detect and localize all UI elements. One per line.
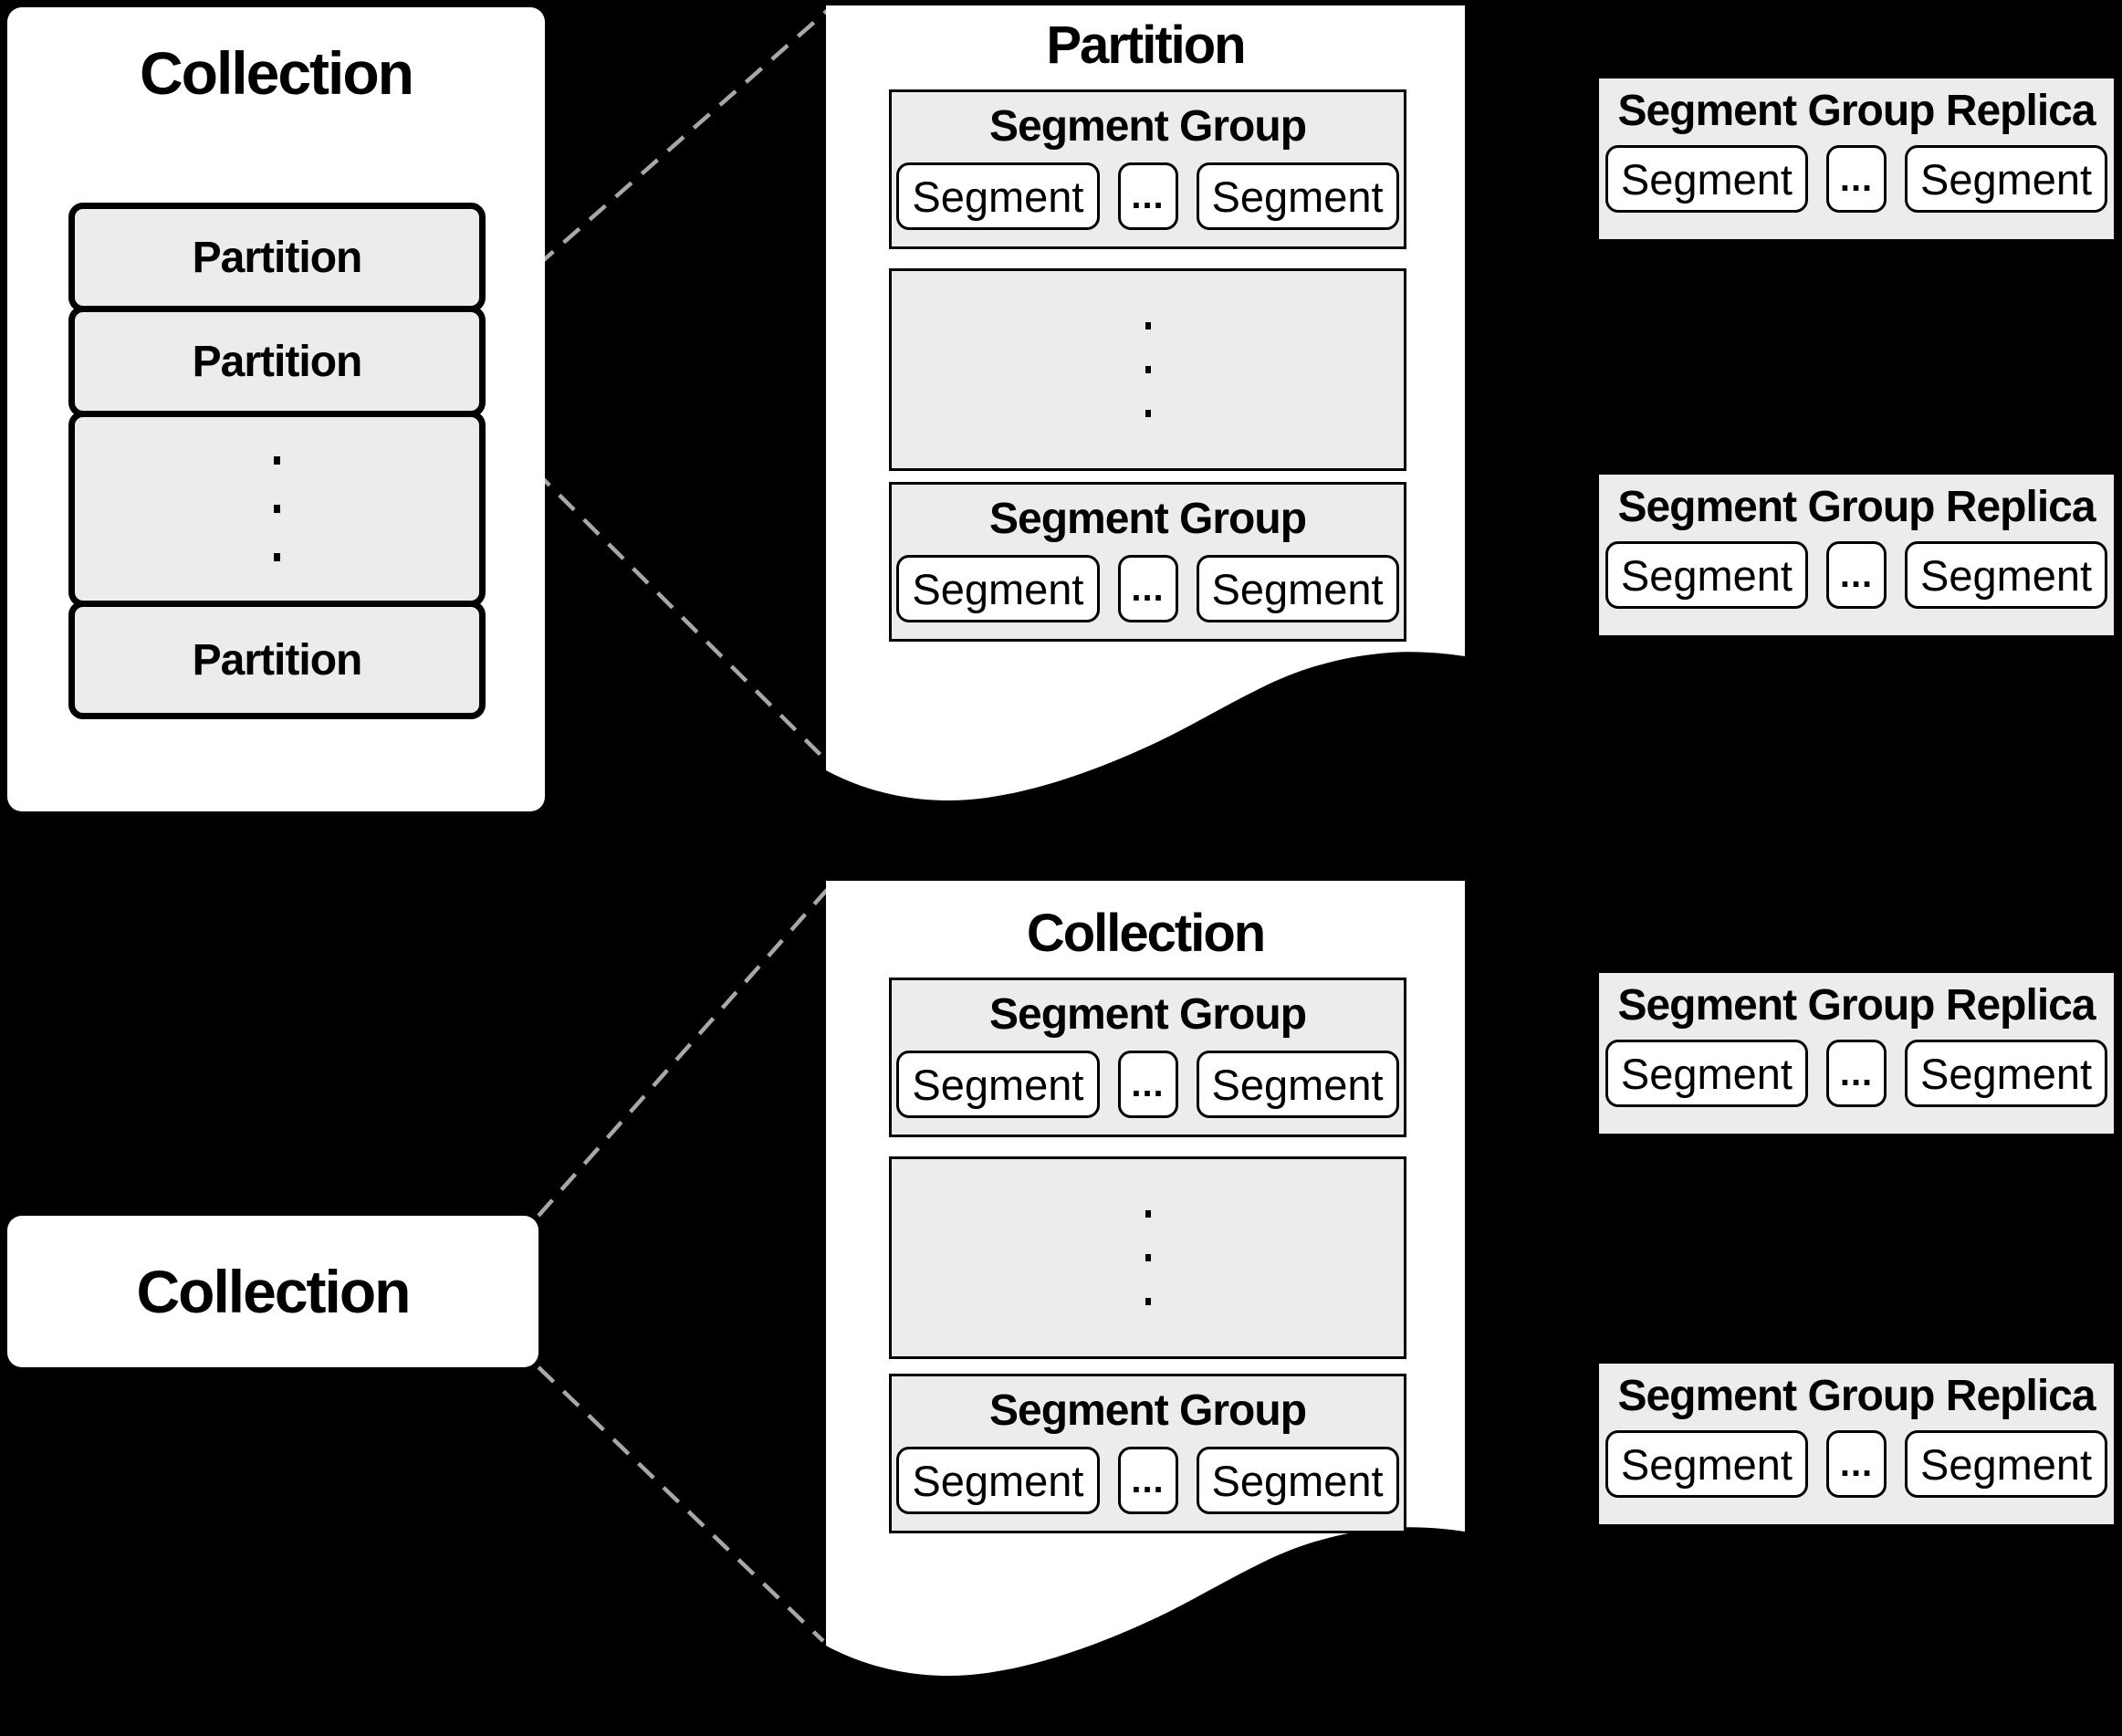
segment-box: Segment bbox=[1905, 1040, 2108, 1107]
segment-group-box: Segment Group Segment ... Segment bbox=[889, 978, 1406, 1137]
ellipsis-box: ... bbox=[1117, 555, 1178, 622]
partition-detail-title: Partition bbox=[1046, 16, 1246, 75]
ellipsis-box: ... bbox=[1826, 541, 1887, 609]
replica-label: Segment Group Replica bbox=[1617, 87, 2096, 135]
partition-box: Partition bbox=[68, 203, 486, 312]
partition-box-label: Partition bbox=[192, 337, 363, 386]
segment-group-replica-box: Segment Group Replica Segment ... Segmen… bbox=[1599, 78, 2114, 239]
more-segment-groups-box bbox=[889, 268, 1406, 471]
more-segment-groups-box bbox=[889, 1156, 1406, 1359]
segment-box: Segment bbox=[1196, 162, 1399, 230]
replica-label: Segment Group Replica bbox=[1617, 483, 2096, 531]
ellipsis-box: ... bbox=[1117, 1447, 1178, 1514]
segment-box: Segment bbox=[896, 555, 1100, 622]
segment-box: Segment bbox=[1605, 1430, 1808, 1498]
segment-box: Segment bbox=[1605, 1040, 1808, 1107]
segment-box: Segment bbox=[896, 1447, 1100, 1514]
ellipsis-box: ... bbox=[1117, 162, 1178, 230]
collection-label: Collection bbox=[136, 1258, 411, 1325]
collection-panel: Collection Partition Partition Partition bbox=[7, 7, 545, 811]
segment-group-box: Segment Group Segment ... Segment bbox=[889, 89, 1406, 249]
segment-group-label: Segment Group bbox=[988, 495, 1307, 543]
segment-row: Segment ... Segment bbox=[892, 162, 1404, 230]
more-partitions-box bbox=[68, 411, 486, 607]
segment-row: Segment ... Segment bbox=[1599, 1430, 2114, 1498]
segment-box: Segment bbox=[896, 1051, 1100, 1118]
segment-box: Segment bbox=[896, 162, 1100, 230]
vertical-dots-icon bbox=[274, 417, 280, 601]
replica-label: Segment Group Replica bbox=[1617, 1372, 2096, 1420]
partition-box-label: Partition bbox=[192, 635, 363, 685]
segment-box: Segment bbox=[1905, 145, 2108, 213]
segment-group-box: Segment Group Segment ... Segment bbox=[889, 482, 1406, 642]
segment-box: Segment bbox=[1196, 1447, 1399, 1514]
segment-group-replica-box: Segment Group Replica Segment ... Segmen… bbox=[1599, 475, 2114, 635]
collection-detail-title: Collection bbox=[1026, 904, 1266, 963]
partition-box: Partition bbox=[68, 306, 486, 417]
zoom-dashed-line-bottom-upper bbox=[537, 888, 829, 1218]
partition-detail-panel: Partition Segment Group Segment ... Segm… bbox=[826, 5, 1465, 809]
partition-box-label: Partition bbox=[192, 233, 363, 282]
segment-box: Segment bbox=[1196, 555, 1399, 622]
ellipsis-box: ... bbox=[1117, 1051, 1178, 1118]
collection-panel-title: Collection bbox=[139, 39, 414, 107]
ellipsis-box: ... bbox=[1826, 145, 1887, 213]
segment-row: Segment ... Segment bbox=[892, 555, 1404, 622]
segment-group-replica-box: Segment Group Replica Segment ... Segmen… bbox=[1599, 1364, 2114, 1524]
ellipsis-box: ... bbox=[1826, 1430, 1887, 1498]
segment-row: Segment ... Segment bbox=[1599, 145, 2114, 213]
vertical-dots-icon bbox=[892, 271, 1404, 468]
replica-label: Segment Group Replica bbox=[1617, 981, 2096, 1030]
partition-box: Partition bbox=[68, 601, 486, 719]
segment-box: Segment bbox=[1905, 541, 2108, 609]
collection-detail-panel: Collection Segment Group Segment ... Seg… bbox=[826, 881, 1465, 1684]
zoom-dashed-line-bottom-lower bbox=[537, 1365, 825, 1643]
vertical-dots-icon bbox=[892, 1159, 1404, 1356]
segment-row: Segment ... Segment bbox=[892, 1447, 1404, 1514]
segment-box: Segment bbox=[1905, 1430, 2108, 1498]
segment-box: Segment bbox=[1605, 541, 1808, 609]
segment-group-label: Segment Group bbox=[988, 1386, 1307, 1435]
collection-label-box: Collection bbox=[7, 1216, 538, 1367]
segment-row: Segment ... Segment bbox=[1599, 1040, 2114, 1107]
segment-box: Segment bbox=[1605, 145, 1808, 213]
segment-group-replica-box: Segment Group Replica Segment ... Segmen… bbox=[1599, 973, 2114, 1134]
segment-group-label: Segment Group bbox=[988, 990, 1307, 1039]
segment-group-label: Segment Group bbox=[988, 102, 1307, 151]
segment-box: Segment bbox=[1196, 1051, 1399, 1118]
segment-row: Segment ... Segment bbox=[1599, 541, 2114, 609]
ellipsis-box: ... bbox=[1826, 1040, 1887, 1107]
segment-group-box: Segment Group Segment ... Segment bbox=[889, 1374, 1406, 1533]
segment-row: Segment ... Segment bbox=[892, 1051, 1404, 1118]
